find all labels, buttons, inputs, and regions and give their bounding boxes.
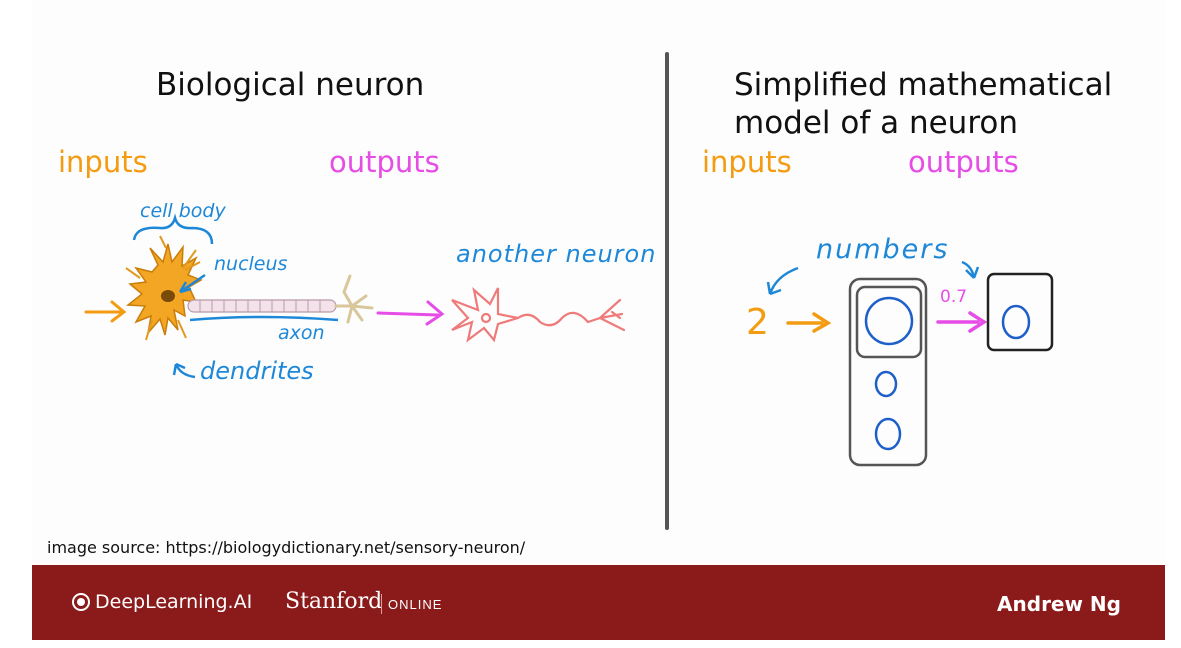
layer-box: [848, 277, 928, 467]
slide-canvas: [32, 0, 1165, 565]
footer-bar: DeepLearning.AI Stanford ONLINE Andrew N…: [32, 565, 1165, 640]
neuron-cell-body: [125, 235, 203, 341]
output-arrow-right: [936, 311, 988, 333]
dendrites-arrow: [172, 362, 196, 379]
nucleus-arrow: [178, 273, 206, 294]
axon-underline: [189, 315, 339, 322]
left-outputs-label: outputs: [329, 145, 440, 179]
output-value: 0.7: [940, 287, 968, 307]
dendrites-label: dendrites: [200, 357, 314, 385]
numbers-arrow-right: [961, 260, 980, 279]
right-title-line1: Simplified mathematical: [734, 67, 1113, 103]
neuron-circles: [864, 296, 914, 451]
numbers-label: numbers: [816, 234, 950, 265]
output-neuron-circle: [1001, 304, 1031, 340]
another-neuron-sketch: [451, 287, 626, 343]
deeplearning-logo: DeepLearning.AI: [72, 591, 252, 613]
nucleus-shape: [161, 290, 175, 302]
stanford-online-text: ONLINE: [388, 597, 443, 612]
input-arrow-right: [786, 312, 832, 333]
image-source-caption: image source: https://biologydictionary.…: [47, 538, 526, 557]
right-inputs-label: inputs: [702, 145, 792, 179]
deeplearning-logo-text: DeepLearning.AI: [95, 591, 253, 613]
numbers-arrow-left: [766, 266, 799, 296]
author-name: Andrew Ng: [997, 592, 1121, 616]
right-title-line2: model of a neuron: [734, 105, 1019, 141]
nucleus-label: nucleus: [214, 253, 288, 275]
axon-label: axon: [278, 322, 325, 344]
output-box: [986, 272, 1054, 352]
left-title: Biological neuron: [156, 67, 425, 103]
output-arrow-left: [376, 300, 445, 326]
stanford-divider: [381, 594, 382, 614]
right-outputs-label: outputs: [908, 145, 1019, 179]
another-neuron-label: another neuron: [456, 240, 657, 268]
input-value: 2: [746, 302, 769, 343]
input-arrow-left: [84, 300, 127, 323]
section-divider: [665, 52, 669, 530]
stanford-logo: Stanford: [285, 589, 383, 614]
cell-body-bracket: [132, 213, 214, 245]
deeplearning-logo-icon: [72, 593, 90, 611]
axon-myelin: [187, 274, 374, 324]
cell-body-label: cell body: [140, 200, 226, 222]
left-inputs-label: inputs: [58, 145, 148, 179]
